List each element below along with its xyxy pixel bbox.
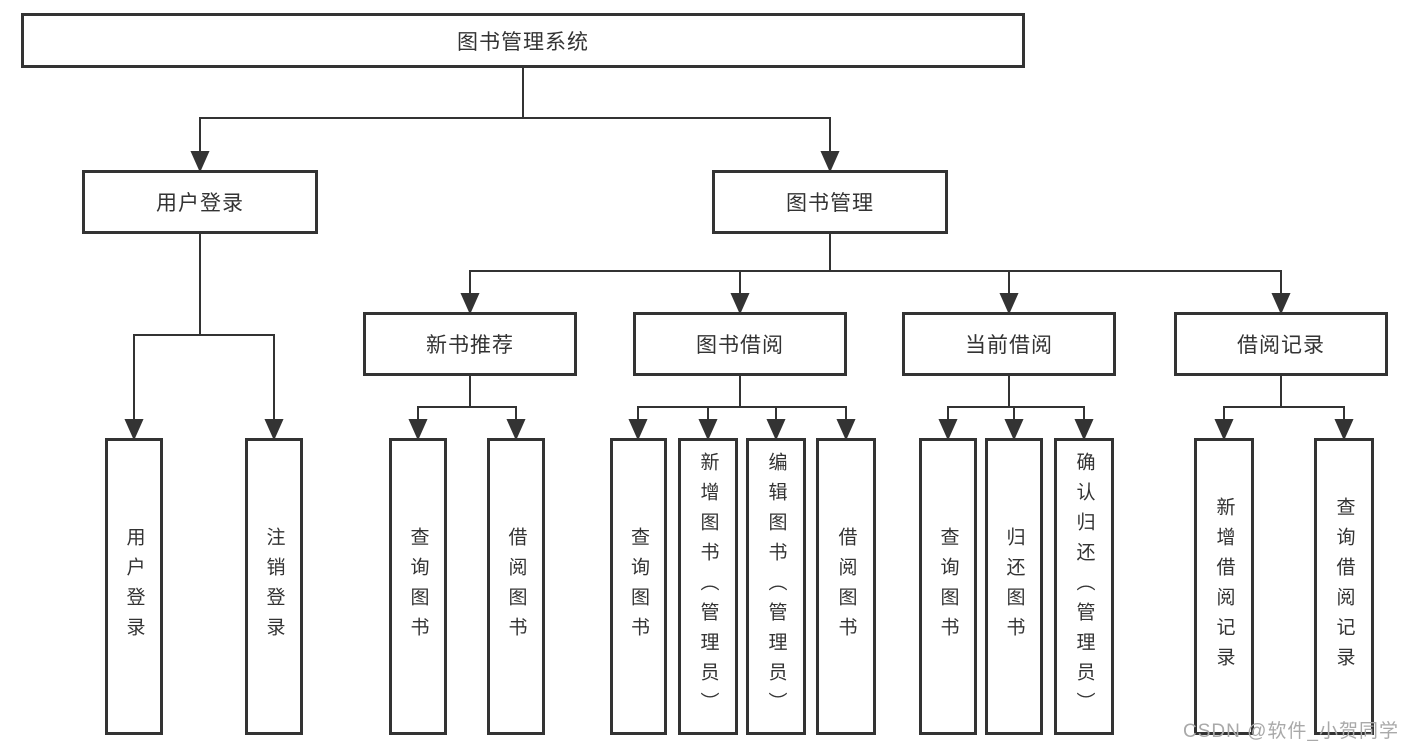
leaf-add-borrow-record: 新增借阅记录	[1194, 438, 1254, 735]
node-book-borrow-label: 图书借阅	[696, 334, 784, 357]
connector-root-to-level2	[190, 68, 840, 173]
connector-user-login-to-leaves	[124, 234, 284, 441]
leaf-user-login-label: 用户登录	[123, 526, 145, 647]
node-borrow-records: 借阅记录	[1174, 312, 1388, 376]
leaf-add-borrow-record-label: 新增借阅记录	[1213, 496, 1235, 677]
leaf-edit-books-admin: 编辑图书（管理员）	[746, 438, 806, 735]
leaf-query-borrow-record: 查询借阅记录	[1314, 438, 1374, 735]
node-book-management-label: 图书管理	[786, 192, 874, 215]
leaf-confirm-return-admin-label: 确认归还（管理员）	[1073, 451, 1095, 722]
connector-borrow-records-to-leaves	[1214, 376, 1354, 441]
leaf-return-books: 归还图书	[985, 438, 1043, 735]
connector-new-books-to-leaves	[408, 376, 526, 441]
leaf-query-borrow-record-label: 查询借阅记录	[1333, 496, 1355, 677]
leaf-user-login: 用户登录	[105, 438, 163, 735]
leaf-confirm-return-admin: 确认归还（管理员）	[1054, 438, 1114, 735]
node-user-login-label: 用户登录	[156, 192, 244, 215]
leaf-query-books-current-label: 查询图书	[937, 526, 959, 647]
leaf-borrow-books-label: 借阅图书	[835, 526, 857, 647]
leaf-query-books-current: 查询图书	[919, 438, 977, 735]
connector-current-borrow-to-leaves	[938, 376, 1094, 441]
leaf-edit-books-admin-label: 编辑图书（管理员）	[765, 451, 787, 722]
leaf-add-books-admin-label: 新增图书（管理员）	[697, 451, 719, 722]
leaf-query-books-recommend: 查询图书	[389, 438, 447, 735]
leaf-borrow-books-recommend: 借阅图书	[487, 438, 545, 735]
node-user-login: 用户登录	[82, 170, 318, 234]
leaf-add-books-admin: 新增图书（管理员）	[678, 438, 738, 735]
node-library-management-system-label: 图书管理系统	[457, 30, 589, 54]
leaf-logout-label: 注销登录	[263, 526, 285, 647]
leaf-query-books-recommend-label: 查询图书	[407, 526, 429, 647]
connector-book-mgmt-to-level3	[460, 234, 1291, 315]
node-book-borrow: 图书借阅	[633, 312, 847, 376]
node-book-management: 图书管理	[712, 170, 948, 234]
leaf-query-books-borrow: 查询图书	[610, 438, 667, 735]
leaf-borrow-books: 借阅图书	[816, 438, 876, 735]
leaf-logout: 注销登录	[245, 438, 303, 735]
node-new-book-recommend: 新书推荐	[363, 312, 577, 376]
node-current-borrow-label: 当前借阅	[965, 334, 1053, 357]
leaf-return-books-label: 归还图书	[1003, 526, 1025, 647]
leaf-query-books-borrow-label: 查询图书	[628, 526, 649, 647]
node-library-management-system: 图书管理系统	[21, 13, 1025, 68]
leaf-borrow-books-recommend-label: 借阅图书	[505, 526, 527, 647]
csdn-watermark: CSDN @软件_小贺同学	[1183, 721, 1399, 742]
connector-book-borrow-to-leaves	[628, 376, 856, 441]
node-new-book-recommend-label: 新书推荐	[426, 334, 514, 357]
node-borrow-records-label: 借阅记录	[1237, 334, 1325, 357]
node-current-borrow: 当前借阅	[902, 312, 1116, 376]
